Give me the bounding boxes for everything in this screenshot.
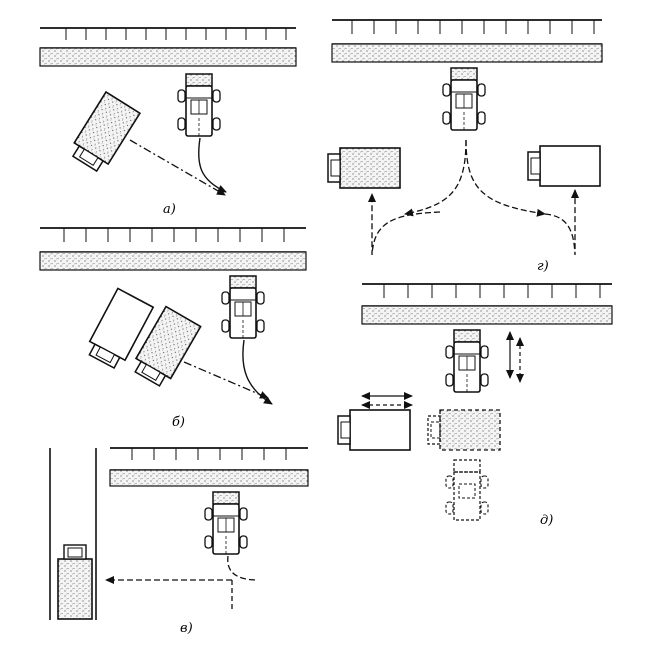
truck-ghost-d xyxy=(445,459,489,521)
loading-platform-g xyxy=(331,19,603,63)
path-turn-v xyxy=(227,555,259,581)
panel-a: а) xyxy=(39,27,297,217)
truck-at-dock-v xyxy=(204,491,248,555)
loading-platform-a xyxy=(39,27,297,67)
path-left-g xyxy=(404,139,467,217)
panel-d: д) xyxy=(337,283,613,528)
vertical-arrows-d xyxy=(506,331,524,383)
panel-v: в) xyxy=(49,447,309,636)
path-exit-a xyxy=(197,137,227,193)
panel-label-d: д) xyxy=(540,513,553,528)
truck-at-dock-b xyxy=(221,275,265,339)
trailer-approaching-a xyxy=(67,91,141,176)
path-right-g xyxy=(465,139,546,217)
panel-label-g: г) xyxy=(537,259,549,274)
loading-platform-v xyxy=(109,447,309,487)
panel-label-a: а) xyxy=(163,202,176,217)
panel-label-b: б) xyxy=(172,415,185,430)
path-dash-dot-a xyxy=(129,139,226,196)
path-dash-dot-b xyxy=(183,361,269,399)
truck-at-dock-d xyxy=(445,329,489,393)
side-road-v xyxy=(49,448,97,620)
path-exit-b xyxy=(242,339,273,405)
path-up-right-g xyxy=(544,189,579,256)
trailer-left-g xyxy=(327,147,401,189)
trailer-dashed-d xyxy=(427,409,501,451)
horizontal-arrows-d xyxy=(361,392,413,409)
panel-g: г) xyxy=(327,19,603,274)
panel-label-v: в) xyxy=(180,621,193,636)
truck-at-dock-g xyxy=(442,67,486,131)
trailer-waiting-d xyxy=(337,409,411,451)
truck-at-dock-a xyxy=(177,73,221,137)
loading-platform-d xyxy=(361,283,613,325)
path-up-left-g xyxy=(368,193,441,256)
panel-b: б) xyxy=(39,227,307,430)
trailer-right-g xyxy=(527,145,601,187)
trailer-on-side-road-v xyxy=(57,544,93,620)
loading-platform-b xyxy=(39,227,307,271)
